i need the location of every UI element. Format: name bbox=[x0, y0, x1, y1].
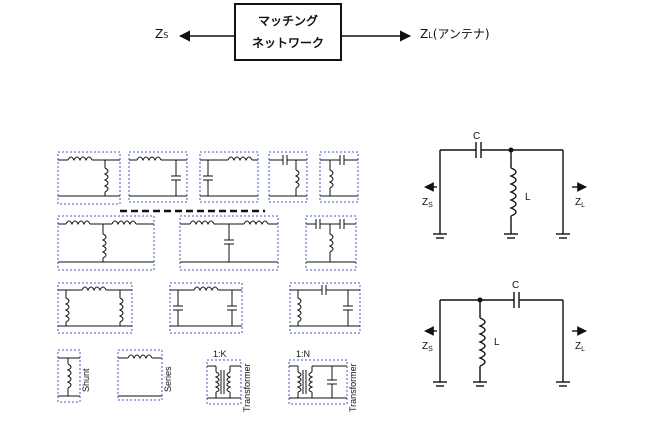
top-zs-label: ZS bbox=[422, 197, 433, 209]
ratio-k-label: 1:K bbox=[213, 349, 227, 359]
element-shunt bbox=[57, 349, 81, 403]
top-ind-label: L bbox=[525, 192, 531, 203]
topology-pi-c-l-c bbox=[169, 282, 243, 334]
topology-t-l-c-l bbox=[179, 215, 279, 271]
circuit-shunt-l-series-c bbox=[424, 292, 587, 387]
bottom-ind-label: L bbox=[494, 337, 500, 348]
junction-dot-bottom bbox=[477, 297, 483, 303]
element-series bbox=[117, 349, 163, 401]
block-label-line2: ネットワーク bbox=[251, 36, 324, 50]
circuit-series-c-shunt-l bbox=[424, 142, 587, 239]
ratio-n-label: 1:N bbox=[296, 349, 310, 359]
series-label: Series bbox=[163, 366, 173, 392]
junction-dot-top bbox=[508, 147, 514, 153]
topology-t-c-l-c bbox=[305, 215, 357, 271]
topology-series-l-shunt-l bbox=[57, 151, 121, 205]
topology-t-l-l-l bbox=[57, 215, 155, 271]
element-transformer-k bbox=[206, 359, 242, 405]
top-cap-label: C bbox=[473, 131, 480, 142]
topology-shunt-c-series-l bbox=[199, 151, 259, 203]
bottom-zl-label: ZL bbox=[575, 341, 585, 353]
zs-label: ZS bbox=[155, 27, 169, 41]
shunt-label: Shunt bbox=[81, 368, 91, 392]
topology-series-c-shunt-l bbox=[268, 151, 308, 203]
topology-catalog bbox=[57, 151, 361, 405]
bottom-cap-label: C bbox=[512, 280, 519, 291]
bottom-zs-label: ZS bbox=[422, 341, 433, 353]
zl-label: ZL(アンテナ) bbox=[420, 27, 490, 41]
transformer-label-1: Transformer bbox=[242, 363, 252, 412]
topology-pi-l-c-c bbox=[289, 282, 361, 334]
transformer-label-2: Transformer bbox=[348, 363, 358, 412]
block-label-line1: マッチング bbox=[257, 14, 318, 28]
top-zl-label: ZL bbox=[575, 197, 585, 209]
topology-shunt-l-series-c bbox=[319, 151, 359, 203]
matching-network-block: マッチング ネットワーク bbox=[234, 3, 342, 61]
element-transformer-n bbox=[288, 359, 348, 405]
topology-series-l-shunt-c bbox=[128, 151, 188, 203]
topology-pi-l-l-l bbox=[57, 282, 133, 334]
